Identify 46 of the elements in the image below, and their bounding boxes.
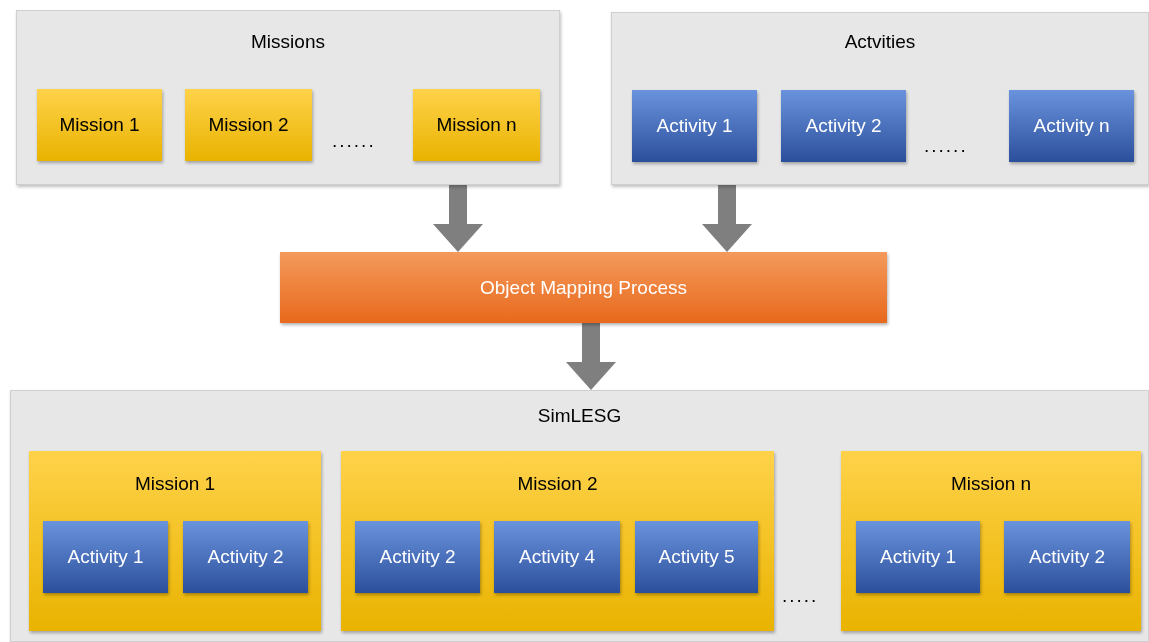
block-arrow [566,323,616,390]
group-title: Mission 2 [517,473,598,495]
activity-box [635,521,758,593]
group-panel [611,12,1149,185]
group-title: Missions [251,31,325,53]
mission-box [341,451,774,631]
box-label: Activity n [1033,115,1110,137]
activity-box [43,521,168,593]
box-label: Activity 2 [207,546,284,568]
box-label: Activity 2 [1029,546,1105,568]
box-label: Activity 5 [658,546,735,568]
activity-box [494,521,620,593]
activity-box [355,521,480,593]
box-label: Activity 4 [519,546,595,568]
activity-box [856,521,980,593]
mission-box [413,89,540,161]
group-panel [16,10,560,185]
mission-box [37,89,162,161]
box-label: Mission n [436,114,517,136]
box-label: Activity 2 [805,115,882,137]
box-label: Activity 1 [880,546,956,568]
ellipsis-dots: ...... [332,130,376,152]
ellipsis-dots: ...... [924,135,968,157]
box-label: Activity 1 [67,546,144,568]
group-title: Actvities [844,31,916,53]
activity-box [1004,521,1130,593]
group-title: SimLESG [537,405,622,427]
box-label: Object Mapping Process [480,276,687,299]
box-label: Mission 2 [208,114,289,136]
box-label: Mission 1 [59,114,140,136]
activity-box [183,521,308,593]
activity-box [781,90,906,162]
box-label: Activity 2 [379,546,456,568]
group-title: Mission n [950,473,1032,495]
mission-box [29,451,321,631]
activity-box [632,90,757,162]
activity-box [1009,90,1134,162]
block-arrow [702,185,752,252]
box-label: Activity 1 [656,115,733,137]
group-title: Mission 1 [134,473,216,495]
group-panel [10,390,1149,642]
block-arrow [433,185,483,252]
process-box [280,252,887,323]
ellipsis-dots: ..... [782,585,819,607]
mission-box [185,89,312,161]
mission-box [841,451,1141,631]
